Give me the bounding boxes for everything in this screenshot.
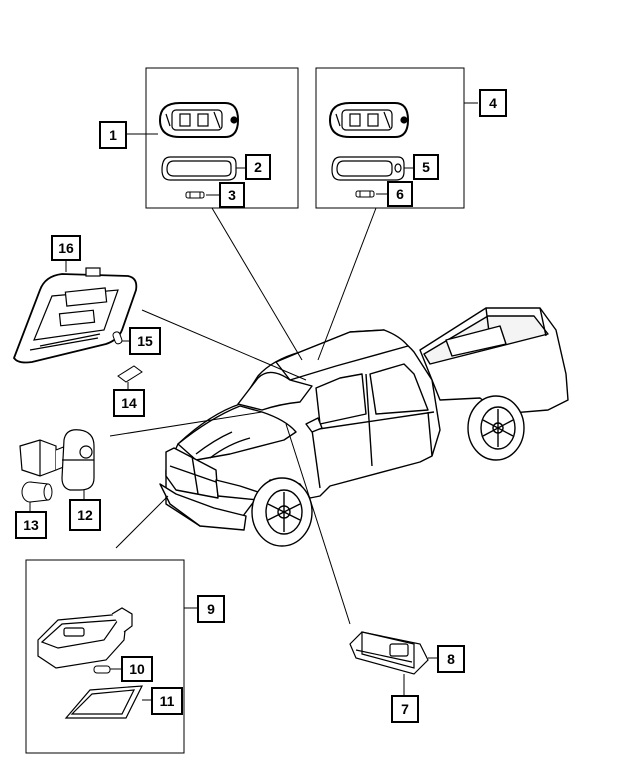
dome-lamp-lens: [161, 156, 237, 181]
step-lamp: [349, 631, 429, 675]
reading-lamp-bulb: [93, 665, 111, 674]
callout-13: 13: [15, 511, 47, 539]
callout-8: 8: [437, 645, 465, 673]
callout-6: 6: [387, 181, 413, 207]
callout-12: 12: [69, 499, 101, 531]
reading-lamp-housing: [37, 607, 133, 669]
dome-lamp-housing: [158, 102, 240, 138]
callout-15: 15: [129, 327, 161, 355]
dome-lamp-bulb: [185, 191, 205, 199]
callout-14: 14: [113, 389, 145, 417]
callout-16-label: 16: [58, 240, 74, 256]
console-lens: [117, 365, 143, 383]
callout-1-label: 1: [109, 127, 117, 143]
callout-5: 5: [413, 154, 439, 180]
callout-2-label: 2: [254, 159, 262, 175]
callout-11: 11: [151, 687, 183, 715]
pickup-truck: [159, 307, 569, 547]
callout-1: 1: [99, 121, 127, 149]
callout-11-label: 11: [160, 693, 175, 709]
callout-7-label: 7: [401, 701, 409, 717]
panel-cargo-lamp: [315, 67, 465, 209]
reading-lamp-lens: [64, 685, 144, 719]
callout-8-label: 8: [447, 651, 455, 667]
lamp-socket: [19, 429, 95, 491]
overhead-console: [12, 267, 138, 364]
panel-reading-lamp: [25, 559, 185, 754]
callout-10: 10: [121, 656, 153, 682]
callout-6-label: 6: [396, 186, 404, 202]
callout-13-label: 13: [23, 517, 39, 533]
callout-3: 3: [219, 182, 245, 208]
callout-16: 16: [51, 235, 81, 261]
callout-12-label: 12: [77, 507, 93, 523]
callout-9-label: 9: [207, 601, 215, 617]
callout-10-label: 10: [129, 661, 145, 677]
cargo-lamp-bulb: [355, 190, 375, 198]
wedge-bulb: [21, 481, 53, 503]
callout-4: 4: [479, 89, 507, 117]
callout-9: 9: [197, 595, 225, 623]
callout-7: 7: [391, 695, 419, 723]
console-bulb: [112, 331, 123, 345]
cargo-lamp-lens: [331, 156, 405, 181]
cargo-lamp-housing: [328, 102, 410, 138]
callout-3-label: 3: [228, 187, 236, 203]
callout-5-label: 5: [422, 159, 430, 175]
callout-15-label: 15: [137, 333, 153, 349]
leader-lines: [109, 207, 377, 625]
callout-2: 2: [245, 154, 271, 180]
callout-14-label: 14: [121, 395, 137, 411]
callout-4-label: 4: [489, 95, 497, 111]
